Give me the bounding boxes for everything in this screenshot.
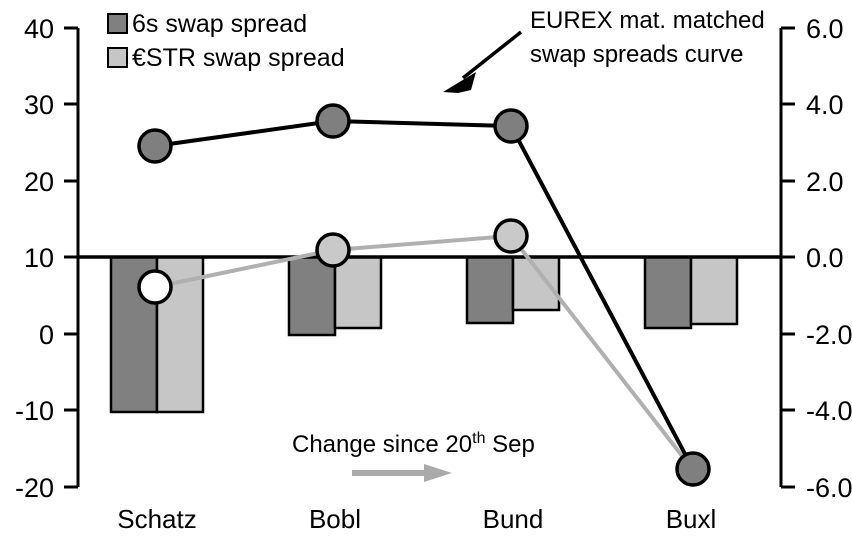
right-tick-label-6: 6.0 bbox=[806, 14, 844, 44]
change-note-prefix: Change since 20 bbox=[292, 431, 472, 458]
eurex-marker-bobl bbox=[315, 103, 351, 139]
category-label-bund: Bund bbox=[483, 504, 544, 534]
bar-group-bund bbox=[465, 255, 561, 325]
right-tick-label-2: 2.0 bbox=[806, 167, 844, 197]
legend-swatch-estr-icon bbox=[107, 47, 128, 68]
bar-buxl-6s bbox=[643, 255, 693, 330]
bar-bobl-6s bbox=[287, 255, 337, 337]
right-tick-label-neg2: -2.0 bbox=[806, 320, 852, 350]
change-arrow-shaft bbox=[352, 470, 424, 476]
annotation-change-since-sep: Change since 20th Sep bbox=[292, 430, 535, 482]
left-axis: 40 30 20 10 0 -10 -20 bbox=[15, 14, 80, 503]
left-tick-label-neg10: -10 bbox=[15, 396, 54, 426]
left-tick-label-0: 0 bbox=[39, 320, 54, 350]
bar-bobl-estr bbox=[333, 255, 383, 330]
right-tick-label-0: 0.0 bbox=[806, 243, 844, 273]
left-tick-label-10: 10 bbox=[24, 243, 54, 273]
right-tick-label-neg6: -6.0 bbox=[806, 473, 852, 503]
change-note-superscript: th bbox=[472, 430, 485, 447]
change-marker-bund bbox=[493, 218, 529, 254]
left-tick-label-20: 20 bbox=[24, 167, 54, 197]
eurex-marker-buxl bbox=[675, 451, 711, 487]
change-marker-bobl bbox=[315, 232, 351, 268]
eurex-note-arrow-head-icon bbox=[443, 72, 476, 93]
series-eurex-swap-spreads bbox=[137, 103, 711, 487]
eurex-note-arrow-shaft bbox=[461, 30, 523, 80]
change-arrow-head bbox=[424, 464, 452, 482]
right-axis: 6.0 4.0 2.0 0.0 -2.0 -4.0 -6.0 bbox=[779, 14, 852, 503]
left-tick-label-30: 30 bbox=[24, 90, 54, 120]
annotation-eurex-curve: EUREX mat. matched swap spreads curve bbox=[443, 7, 765, 93]
eurex-note-line1: EUREX mat. matched bbox=[530, 7, 765, 34]
right-tick-label-4: 4.0 bbox=[806, 90, 844, 120]
eurex-marker-bund bbox=[493, 108, 529, 144]
series-change-since-sep bbox=[137, 218, 702, 481]
left-tick-label-neg20: -20 bbox=[15, 473, 54, 503]
legend: 6s swap spread €STR swap spread bbox=[107, 10, 345, 72]
change-marker-schatz bbox=[137, 269, 173, 305]
legend-label-6s: 6s swap spread bbox=[132, 10, 307, 38]
change-note-text: Change since 20th Sep bbox=[292, 430, 535, 458]
x-axis-categories: Schatz Bobl Bund Buxl bbox=[117, 504, 716, 534]
eurex-note-line2: swap spreads curve bbox=[530, 41, 743, 68]
bar-group-bobl bbox=[287, 255, 383, 337]
change-note-suffix: Sep bbox=[485, 431, 534, 458]
change-note-arrow-icon bbox=[352, 464, 452, 482]
eurex-curve-line bbox=[154, 119, 695, 470]
bar-bund-6s bbox=[465, 255, 515, 325]
category-label-bobl: Bobl bbox=[309, 504, 361, 534]
eurex-marker-schatz bbox=[137, 128, 173, 164]
left-tick-label-40: 40 bbox=[24, 14, 54, 44]
category-label-schatz: Schatz bbox=[117, 504, 197, 534]
legend-label-estr: €STR swap spread bbox=[132, 44, 345, 72]
right-tick-label-neg4: -4.0 bbox=[806, 396, 852, 426]
bar-group-buxl bbox=[643, 255, 739, 330]
category-label-buxl: Buxl bbox=[666, 504, 717, 534]
bar-buxl-estr bbox=[689, 255, 739, 326]
bar-schatz-6s bbox=[109, 255, 159, 414]
legend-swatch-6s-icon bbox=[107, 13, 128, 34]
change-since-sep-line bbox=[154, 234, 702, 481]
